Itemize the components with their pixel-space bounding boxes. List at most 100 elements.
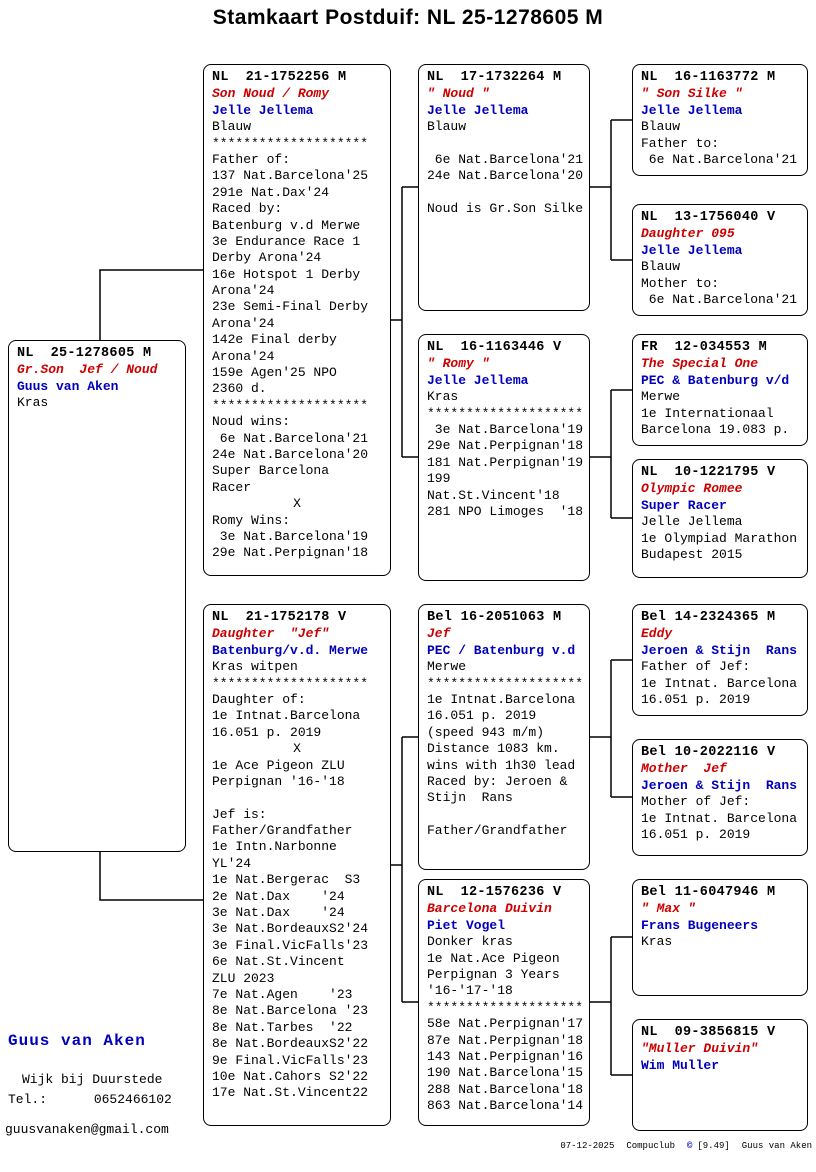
box-line-body: Mother to:: [641, 275, 720, 291]
footer-date: 07-12-2025: [560, 1141, 615, 1151]
connector-gp4-greatgrandparents: [590, 936, 632, 1076]
box-line-body: 159e Agen'25 NPO: [212, 365, 337, 381]
box-line-body: ********************: [212, 135, 369, 151]
box-line-owner: Jelle Jellema: [427, 372, 529, 388]
box-line-ring: NL 09-3856815 V: [641, 1025, 776, 1040]
box-line-body: Father/Grandfather: [427, 823, 568, 839]
box-line-body: 863 Nat.Barcelona'14: [427, 1098, 584, 1114]
box-line-ring: NL 21-1752256 M: [212, 70, 347, 85]
box-line-body: Barcelona 19.083 p.: [641, 421, 790, 437]
pedigree-box-greatgrandparent-1: NL 16-1163772 M" Son Silke "Jelle Jellem…: [632, 64, 808, 176]
connector-gp3-greatgrandparents: [590, 659, 632, 798]
box-line-body: 288 Nat.Barcelona'18: [427, 1081, 584, 1097]
box-line-ring: NL 21-1752178 V: [212, 610, 347, 625]
box-line-body: 181 Nat.Perpignan'19: [427, 454, 584, 470]
box-line-body: Donker kras: [427, 934, 513, 950]
box-line-body: ********************: [427, 675, 584, 691]
box-line-ring: NL 12-1576236 V: [427, 885, 562, 900]
box-line-body: 8e Nat.Barcelona '23: [212, 1003, 369, 1019]
box-line-name: Son Noud / Romy: [212, 86, 330, 102]
box-line-body: 6e Nat.St.Vincent: [212, 954, 345, 970]
box-line-center: X: [293, 741, 301, 757]
box-line-body: Kras: [641, 934, 673, 950]
box-line-body: Jef is:: [212, 806, 267, 822]
box-line-body: 29e Nat.Perpignan'18: [427, 438, 584, 454]
box-line-owner: Jelle Jellema: [427, 102, 529, 118]
box-line-body: Arona'24: [212, 283, 275, 299]
box-line-body: 23e Semi-Final Derby: [212, 299, 369, 315]
box-line-owner: Frans Bugeneers: [641, 917, 759, 933]
box-line-name: Daughter "Jef": [212, 626, 330, 642]
box-line-body: Raced by:: [212, 201, 283, 217]
box-line-owner: Guus van Aken: [17, 378, 119, 394]
box-line-body: 24e Nat.Barcelona'20: [212, 446, 369, 462]
box-line-body: ZLU 2023: [212, 970, 275, 986]
box-line-body: 9e Final.VicFalls'23: [212, 1052, 369, 1068]
box-line-body: ********************: [212, 397, 369, 413]
box-line-body: 29e Nat.Perpignan'18: [212, 545, 369, 561]
box-line-body: 3e Nat.Barcelona'19: [212, 528, 369, 544]
box-line-owner: Super Racer: [641, 497, 727, 513]
box-line-body: 1e Intn.Narbonne: [212, 839, 337, 855]
box-line-name: "Muller Duivin": [641, 1041, 759, 1057]
box-line-body: 6e Nat.Barcelona'21: [641, 291, 798, 307]
box-line-body: 16.051 p. 2019: [212, 724, 322, 740]
box-line-ring: NL 13-1756040 V: [641, 210, 776, 225]
box-line-body: Noud is Gr.Son Silke: [427, 201, 584, 217]
box-line-ring: Bel 10-2022116 V: [641, 745, 776, 760]
box-line-body: Nat.St.Vincent'18: [427, 487, 560, 503]
connector-father-grandparents: [391, 186, 418, 458]
footer-app-name: Compuclub: [626, 1141, 675, 1151]
box-line-ring: NL 16-1163446 V: [427, 340, 562, 355]
box-line-body: 16.051 p. 2019: [641, 826, 751, 842]
box-line-ring: NL 17-1732264 M: [427, 70, 562, 85]
breeder-email: guusvanaken@gmail.com: [5, 1122, 169, 1137]
pedigree-box-greatgrandparent-8: NL 09-3856815 V"Muller Duivin"Wim Muller: [632, 1019, 808, 1131]
box-line-body: 3e Nat.Dax '24: [212, 905, 345, 921]
box-line-body: 137 Nat.Barcelona'25: [212, 168, 369, 184]
box-line-name: " Romy ": [427, 356, 490, 372]
box-line-owner: PEC & Batenburg v/d: [641, 372, 790, 388]
box-line-body: 6e Nat.Barcelona'21: [427, 151, 584, 167]
box-line-body: '16-'17-'18: [427, 983, 513, 999]
box-line-body: Batenburg v.d Merwe: [212, 217, 361, 233]
box-line-body: [212, 790, 382, 806]
box-line-center: X: [293, 496, 301, 512]
box-line-body: 6e Nat.Barcelona'21: [212, 430, 369, 446]
box-line-body: [427, 185, 581, 201]
box-line-body: Kras witpen: [212, 659, 298, 675]
connector-mother-grandparents: [391, 736, 418, 1003]
box-line-body: 1e Intnat. Barcelona: [641, 810, 798, 826]
box-line-body: 143 Nat.Perpignan'16: [427, 1048, 584, 1064]
box-line-body: 1e Intnat.Barcelona: [427, 691, 576, 707]
connector-gp1-greatgrandparents: [590, 119, 632, 261]
box-line-body: 16e Hotspot 1 Derby: [212, 266, 361, 282]
box-line-body: Father of Jef:: [641, 659, 751, 675]
box-line-owner: PEC / Batenburg v.d: [427, 642, 576, 658]
box-line-owner: Batenburg/v.d. Merwe: [212, 642, 369, 658]
box-line-body: 3e Nat.Barcelona'19: [427, 421, 584, 437]
box-line-name: " Noud ": [427, 86, 490, 102]
box-line-body: Father of:: [212, 151, 291, 167]
box-line-body: 3e Final.VicFalls'23: [212, 937, 369, 953]
box-line-ring: NL 25-1278605 M: [17, 346, 152, 361]
breeder-name: Guus van Aken: [8, 1032, 146, 1050]
box-line-body: Jelle Jellema: [641, 514, 743, 530]
copyright-icon: ©: [686, 1141, 693, 1151]
box-line-body: Blauw: [212, 119, 252, 135]
box-line-owner: Jelle Jellema: [212, 102, 314, 118]
box-line-owner: Wim Muller: [641, 1057, 720, 1073]
box-line-body: 291e Nat.Dax'24: [212, 184, 330, 200]
